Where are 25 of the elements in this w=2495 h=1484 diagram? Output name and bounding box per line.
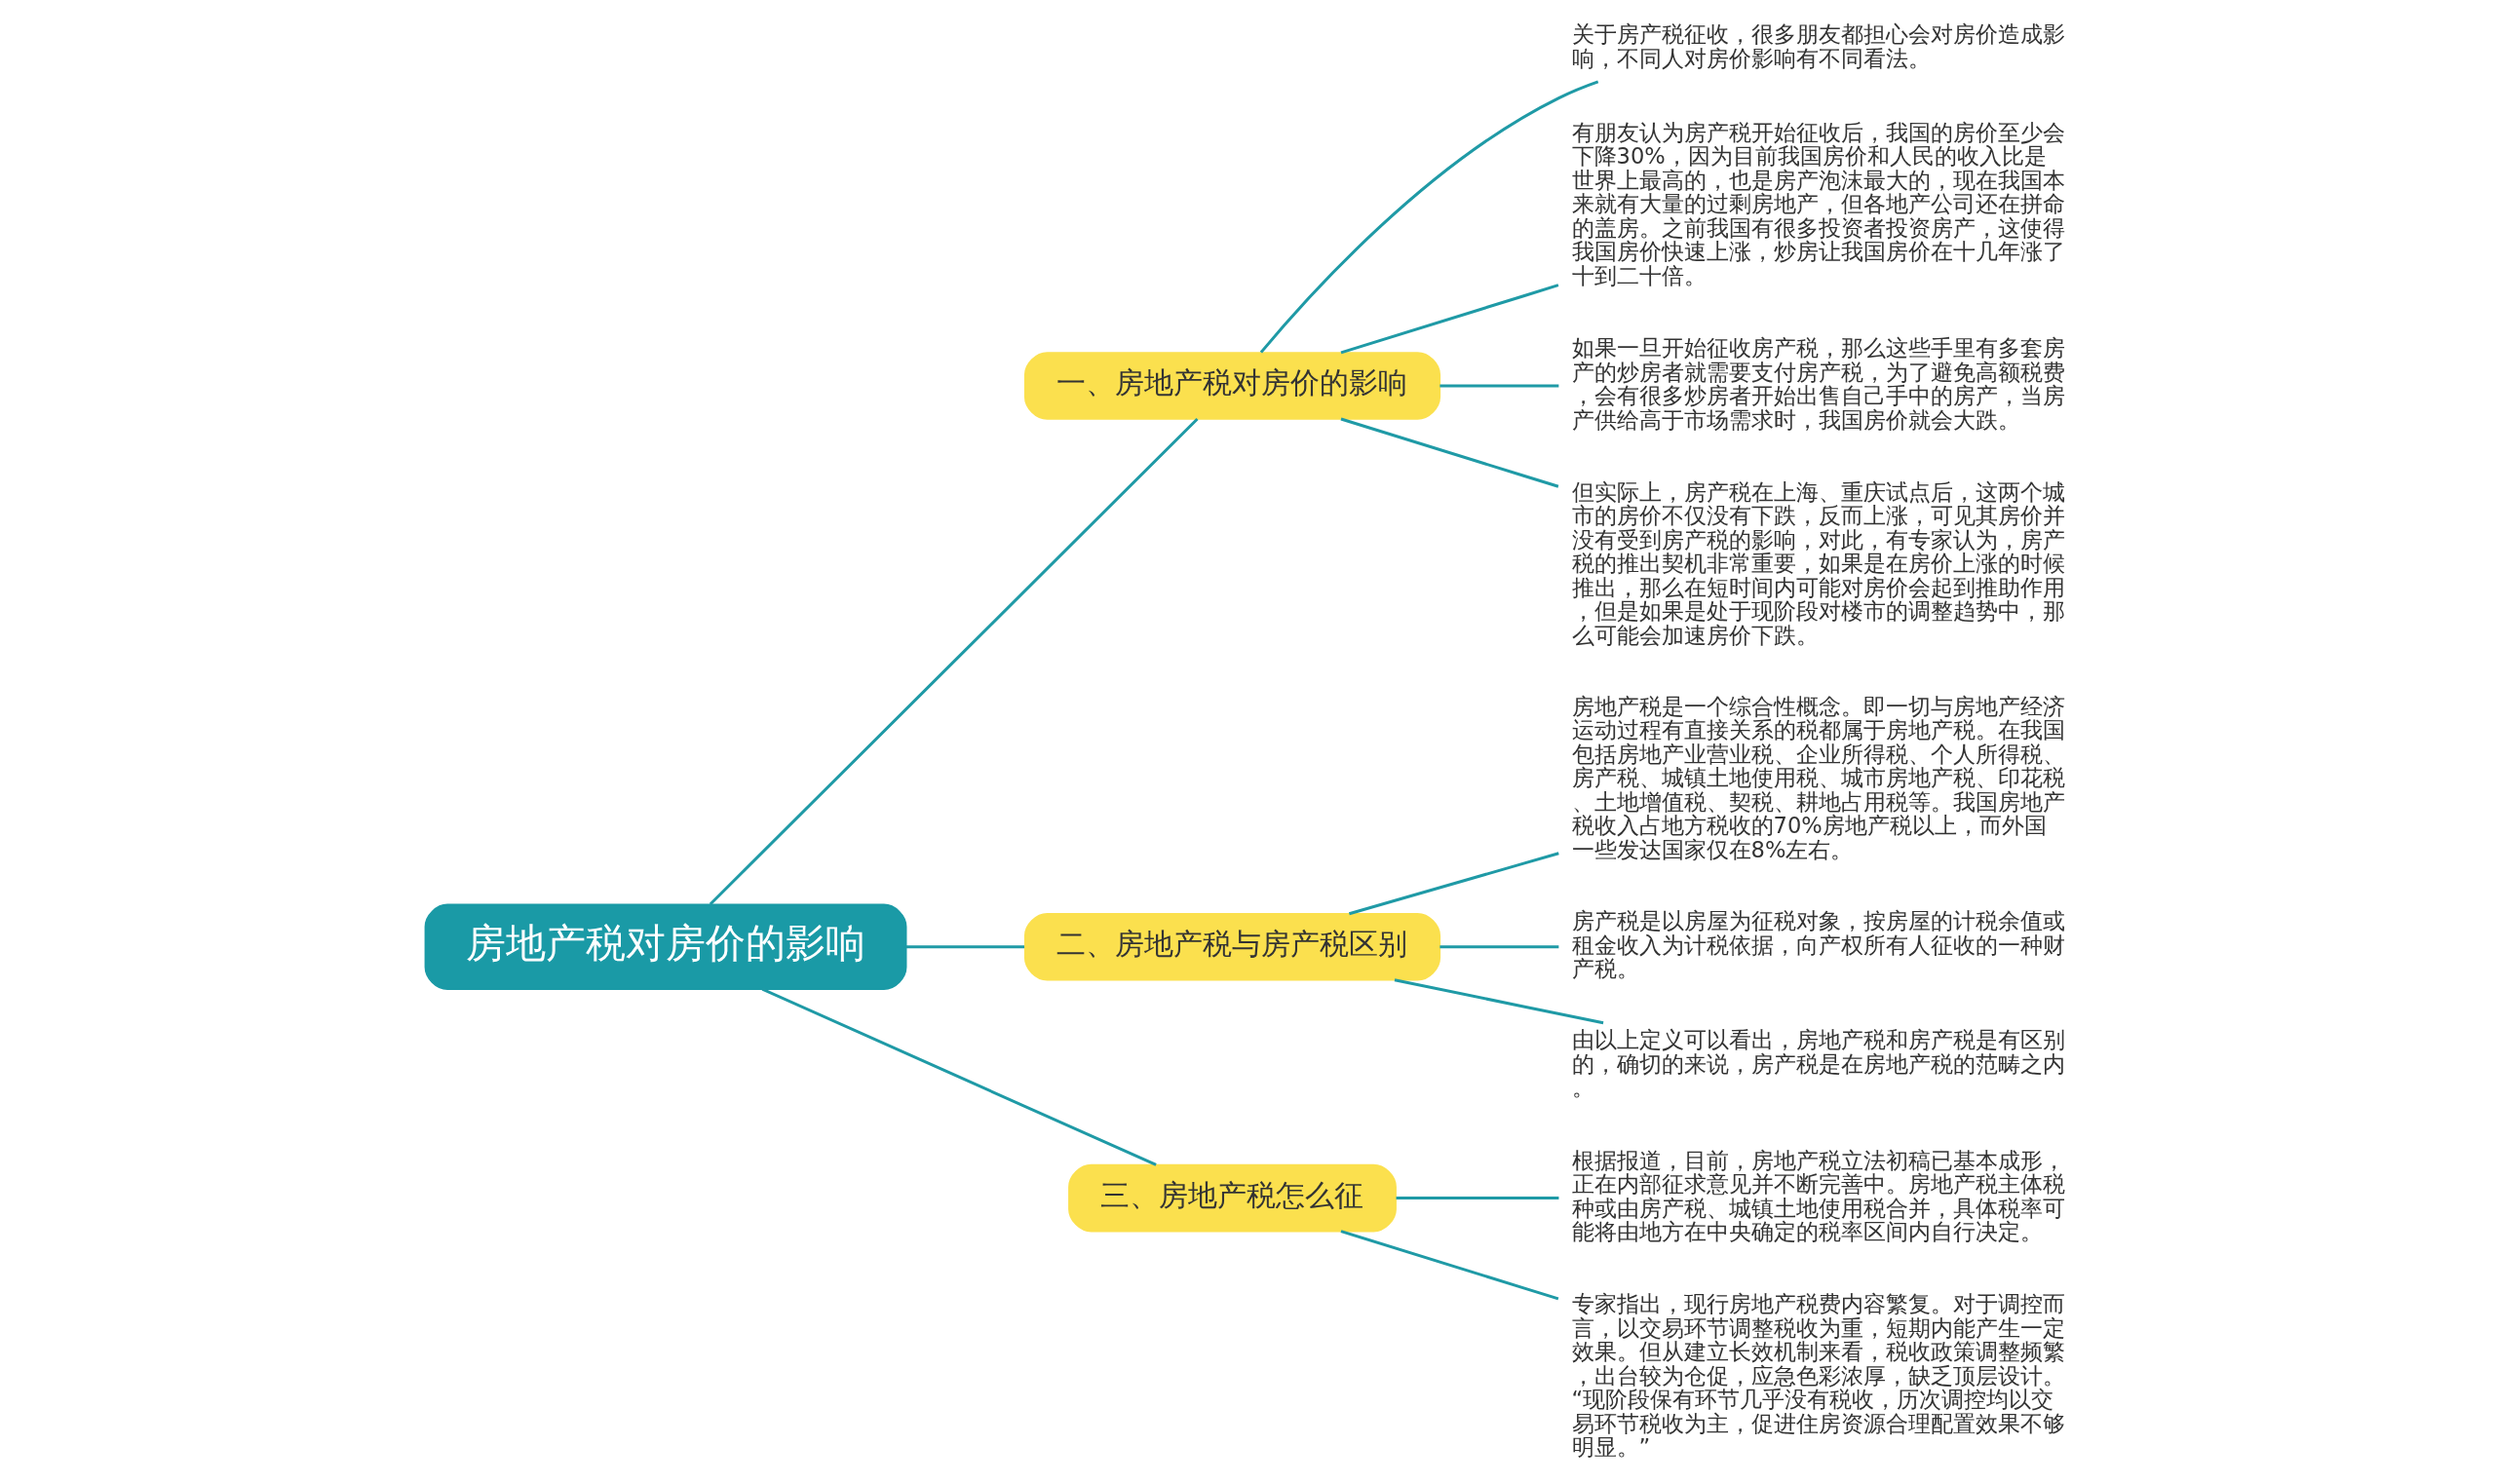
node-box: 三、房地产税怎么征 xyxy=(1067,1163,1397,1233)
connector xyxy=(905,945,1024,949)
connector xyxy=(1439,945,1558,949)
connector xyxy=(1259,80,1598,354)
connector xyxy=(1340,1230,1558,1301)
connector xyxy=(1348,852,1559,916)
node-text: 关于房产税征收，很多朋友都担心会对房价造成影响，不同人对房价影响有不同看法。 xyxy=(1571,21,2065,71)
node-text: 有朋友认为房产税开始征收后，我国的房价至少会下降30%，因为目前我国房价和人民的收入比是世界上最高的，也是房产泡沫最大的，现在我国本来就有大量的过剩房地产，但各地产公司还在拼命的盖房。之前我国有很多投资者投资房产，这使得我国房价快速上涨，炒房让我国房价在十几年涨了十到二十倍。 xyxy=(1571,120,2065,288)
node-text: 如果一旦开始征收房产税，那么这些手里有多套房产的炒房者就需要支付房产税，为了避免高额税费，会有很多炒房者开始出售自己手中的房产，当房产供给高于市场需求时，我国房价就会大跌。 xyxy=(1571,335,2065,433)
connector xyxy=(1396,1197,1558,1200)
connector xyxy=(761,987,1157,1166)
connector xyxy=(1439,384,1558,388)
connector xyxy=(1340,417,1558,488)
connector xyxy=(709,417,1199,906)
connector xyxy=(1340,284,1558,355)
node-text: 房产税是以房屋为征税对象，按房屋的计税余值或租金收入为计税依据，向产权所有人征收的一种财产税。 xyxy=(1571,908,2065,982)
node-text: 由以上定义可以看出，房地产税和房产税是有区别的，确切的来说，房产税是在房地产税的范畴之内。 xyxy=(1571,1027,2065,1101)
node-text: 专家指出，现行房地产税费内容繁复。对于调控而言，以交易环节调整税收为重，短期内能产生一定效果。但从建立长效机制来看，税收政策调整频繁，出台较为仓促，应急色彩浓厚，缺乏顶层设计。“现阶段保有环节几乎没有税收，历次调控均以交易环节税收为主，促进住房资源合理配置效果不够明显。” xyxy=(1571,1291,2065,1461)
node-box: 二、房地产税与房产税区别 xyxy=(1023,912,1440,981)
connector xyxy=(1394,978,1603,1025)
node-text: 根据报道，目前，房地产税立法初稿已基本成形，正在内部征求意见并不断完善中。房地产税主体税种或由房产税、城镇土地使用税合并，具体税率可能将由地方在中央确定的税率区间内自行决定。 xyxy=(1571,1147,2065,1245)
node-text: 但实际上，房产税在上海、重庆试点后，这两个城市的房价不仅没有下跌，反而上涨，可见其房价并没有受到房产税的影响，对此，有专家认为，房产税的推出契机非常重要，如果是在房价上涨的时候推出，那么在短时间内可能对房价会起到推助作用，但是如果是处于现阶段对楼市的调整趋势中，那么可能会加速房价下跌。 xyxy=(1571,478,2065,648)
node-box: 房地产税对房价的影响 xyxy=(424,903,906,990)
node-box: 一、房地产税对房价的影响 xyxy=(1023,352,1440,420)
node-text: 房地产税是一个综合性概念。即一切与房地产经济运动过程有直接关系的税都属于房地产税。在我国包括房地产业营业税、企业所得税、个人所得税、房产税、城镇土地使用税、城市房地产税、印花税、土地增值税、契税、耕地占用税等。我国房地产税收入占地方税收的70%房地产税以上，而外国一些发达国家仅在8%左右。 xyxy=(1571,693,2065,862)
